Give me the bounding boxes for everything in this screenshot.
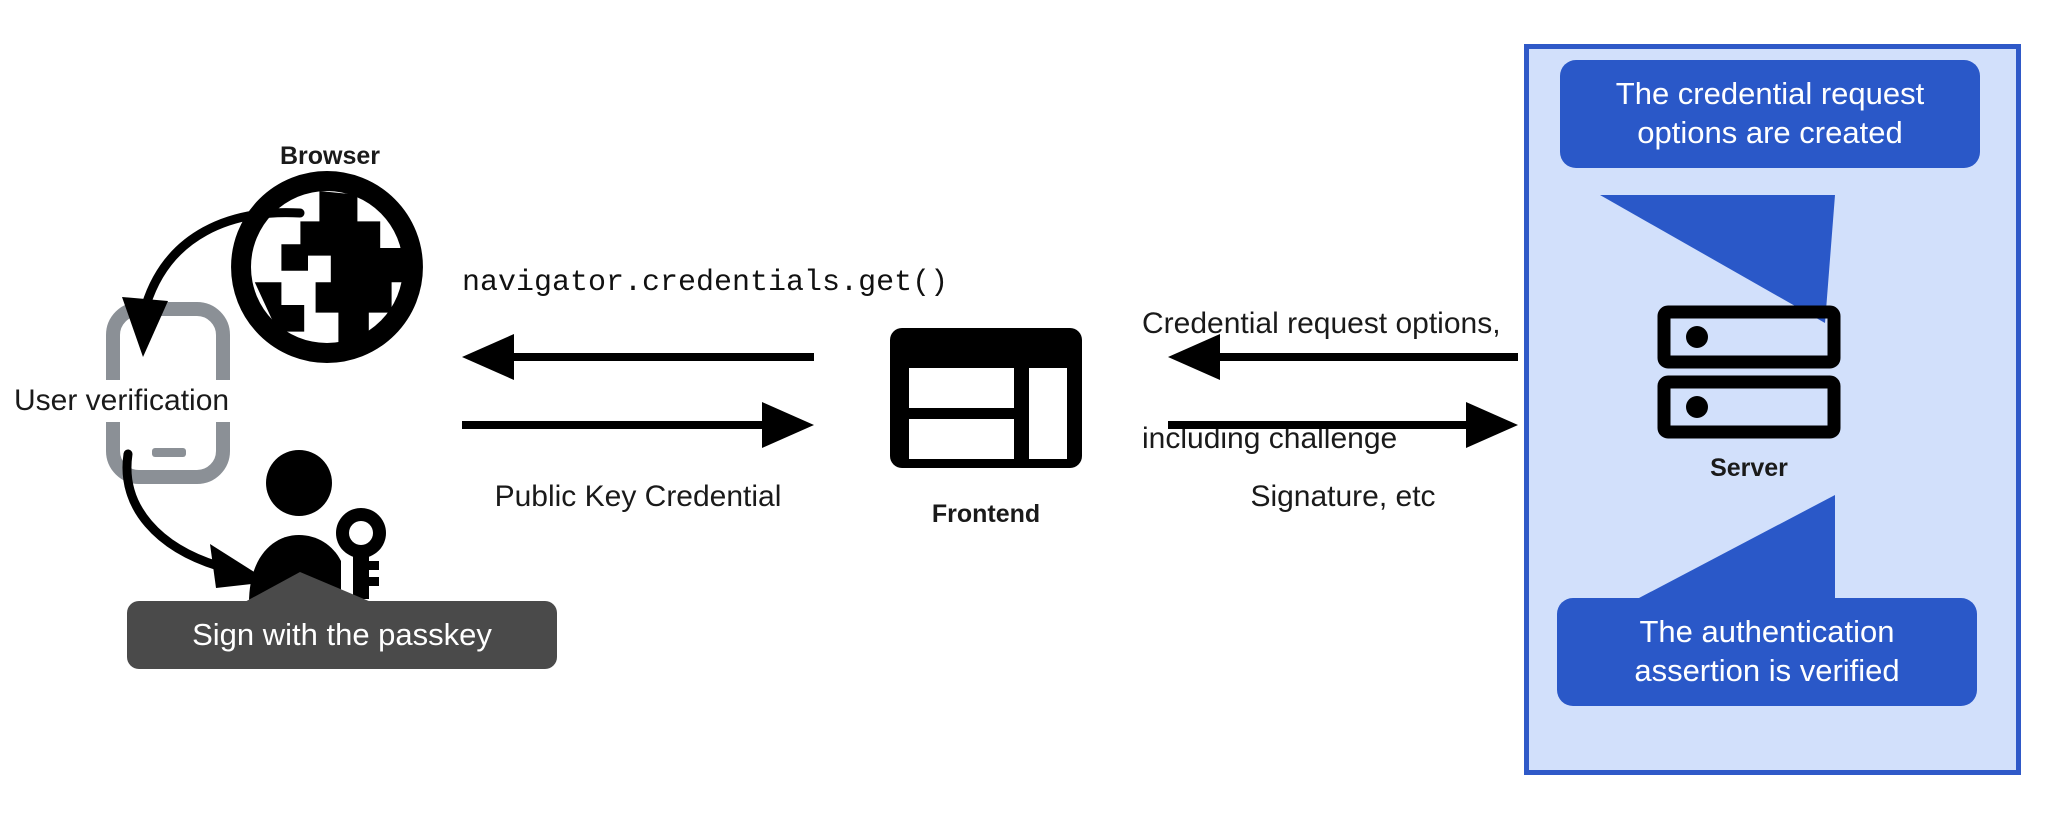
frontend-window-icon	[890, 328, 1082, 468]
server-label: Server	[1710, 454, 1788, 482]
globe-icon	[231, 171, 423, 363]
flow-public-key-credential-label: Public Key Credential	[494, 480, 782, 513]
passkey-tooltip: Sign with the passkey	[127, 601, 557, 669]
flow-credential-request-options-line1: Credential request options,	[1142, 306, 1501, 340]
passkey-tooltip-label: Sign with the passkey	[192, 617, 492, 652]
flow-arrow-public-key-credential	[462, 402, 814, 448]
browser-label: Browser	[279, 142, 381, 170]
user-verification-label: User verification	[10, 380, 234, 423]
frontend-label: Frontend	[931, 500, 1041, 528]
flow-arrow-signature-etc	[1168, 402, 1518, 448]
server-bubble-top-tail	[1600, 195, 1835, 323]
server-rack-icon	[1657, 305, 1841, 439]
server-bubble-bottom: The authentication assertion is verified	[1557, 598, 1977, 706]
server-bubble-bottom-line1: The authentication	[1639, 614, 1895, 650]
server-bubble-top-line2: options are created	[1637, 115, 1903, 150]
passkey-tooltip-tail	[230, 572, 390, 610]
flow-navigator-get-label: navigator.credentials.get()	[462, 266, 949, 300]
server-bubble-top-line1: The credential request	[1615, 76, 1925, 112]
flow-signature-etc-label: Signature, etc	[1250, 480, 1436, 513]
server-bubble-bottom-tail	[1620, 495, 1835, 608]
flow-arrow-credential-request-options	[1168, 334, 1518, 380]
server-bubble-top: The credential request options are creat…	[1560, 60, 1980, 168]
flow-arrow-navigator-get	[462, 334, 814, 380]
arrow-browser-to-phone-icon	[122, 208, 305, 357]
server-bubble-bottom-line2: assertion is verified	[1634, 653, 1900, 688]
flow-credential-request-options-label: Credential request options, including ch…	[1142, 228, 1501, 535]
